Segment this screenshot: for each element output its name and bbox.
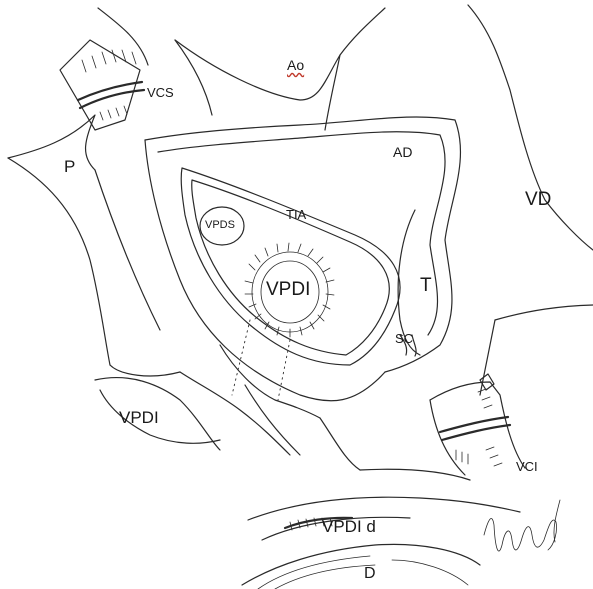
aorta-outline <box>98 8 385 130</box>
label-p: P <box>64 158 75 175</box>
inferior-vena-cava-sketch <box>430 374 525 475</box>
label-vd: VD <box>525 190 551 209</box>
label-ao: Ao <box>287 58 304 72</box>
vpdi-d-sketch <box>242 497 520 589</box>
label-vci: VCI <box>516 460 538 473</box>
label-tia: TIA <box>286 208 306 221</box>
label-sc: SC <box>395 332 413 345</box>
label-d: D <box>364 566 376 582</box>
label-vpds: VPDS <box>205 220 235 231</box>
pulmonary-region-outline <box>8 115 180 376</box>
lower-tissue-outline <box>95 320 470 480</box>
label-vpdi-d: VPDI d <box>322 518 376 535</box>
label-vpdi-left: VPDI <box>119 409 159 426</box>
signature-mark <box>484 500 560 551</box>
label-ad: AD <box>393 145 412 159</box>
label-vcs: VCS <box>147 86 174 99</box>
superior-vena-cava-sketch <box>60 40 144 130</box>
right-atrium-outline <box>145 117 460 401</box>
label-t: T <box>420 276 432 295</box>
label-vpdi-center: VPDI <box>266 280 310 299</box>
